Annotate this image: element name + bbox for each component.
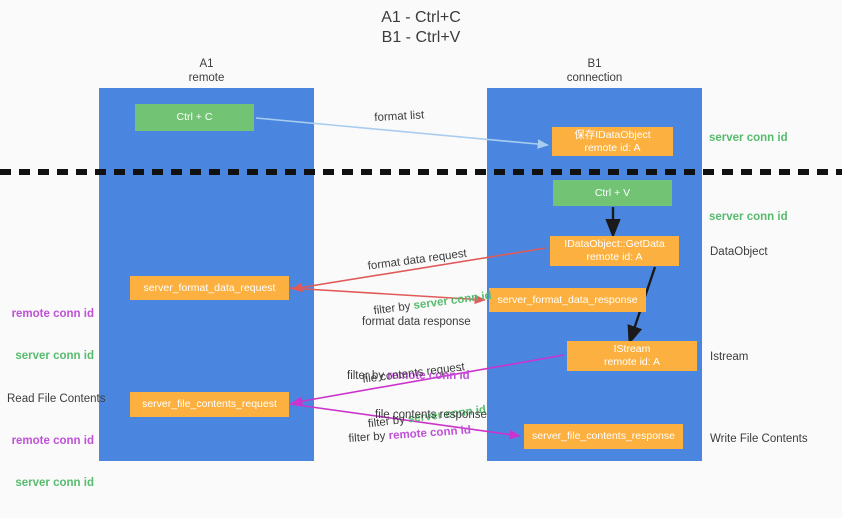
label-write-file-contents: Write File Contents xyxy=(710,433,808,445)
box-server-file-contents-response[interactable]: server_file_contents_response xyxy=(524,424,683,449)
label-conn-ids-file: remote conn id server conn id xyxy=(10,406,94,518)
label-server-conn-id-mid: server conn id xyxy=(709,211,788,223)
annotation-format-data-response-filter: filter by remote conn id xyxy=(347,370,470,382)
filter-key-remote-conn-id-1: remote conn id xyxy=(387,370,470,382)
label-dataobject: DataObject xyxy=(710,246,768,258)
label-remote-conn-id-2: remote conn id xyxy=(11,435,94,447)
label-istream: Istream xyxy=(710,351,749,363)
column-header-a1: A1 remote xyxy=(188,58,225,84)
label-remote-conn-id-1: remote conn id xyxy=(11,308,94,320)
annotation-file-contents-request-title: file contents request xyxy=(361,361,466,386)
label-conn-ids-format: remote conn id server conn id xyxy=(10,279,94,391)
annotation-format-list: format list xyxy=(374,109,425,124)
label-server-conn-id-left-1: server conn id xyxy=(15,350,94,362)
box-idataobject-getdata[interactable]: IDataObject::GetData remote id: A xyxy=(550,236,679,266)
box-ctrl-v[interactable]: Ctrl + V xyxy=(553,180,672,206)
label-server-conn-id-left-2: server conn id xyxy=(15,477,94,489)
annotation-format-data-response-title: format data response xyxy=(362,316,471,328)
annotation-format-data-response: format data response filter by remote co… xyxy=(347,285,471,414)
box-istream[interactable]: IStream remote id: A xyxy=(567,341,697,371)
box-ctrl-c[interactable]: Ctrl + C xyxy=(135,104,254,131)
box-server-format-data-response[interactable]: server_format_data_response xyxy=(489,288,646,312)
label-read-file-contents: Read File Contents xyxy=(7,393,106,405)
column-header-b1: B1 connection xyxy=(566,58,623,84)
box-store-idataobject[interactable]: 保存IDataObject remote id: A xyxy=(552,127,673,156)
annotation-format-data-request-title: format data request xyxy=(367,247,468,273)
label-server-conn-id-top: server conn id xyxy=(709,132,788,144)
box-server-format-data-request[interactable]: server_format_data_request xyxy=(130,276,289,300)
page-title: A1 - Ctrl+C B1 - Ctrl+V xyxy=(381,9,461,46)
annotation-file-contents-response: file contents response xyxy=(375,409,487,421)
diagram-canvas: A1 - Ctrl+C B1 - Ctrl+V A1 remote B1 con… xyxy=(0,9,842,489)
box-server-file-contents-request[interactable]: server_file_contents_request xyxy=(130,392,289,417)
